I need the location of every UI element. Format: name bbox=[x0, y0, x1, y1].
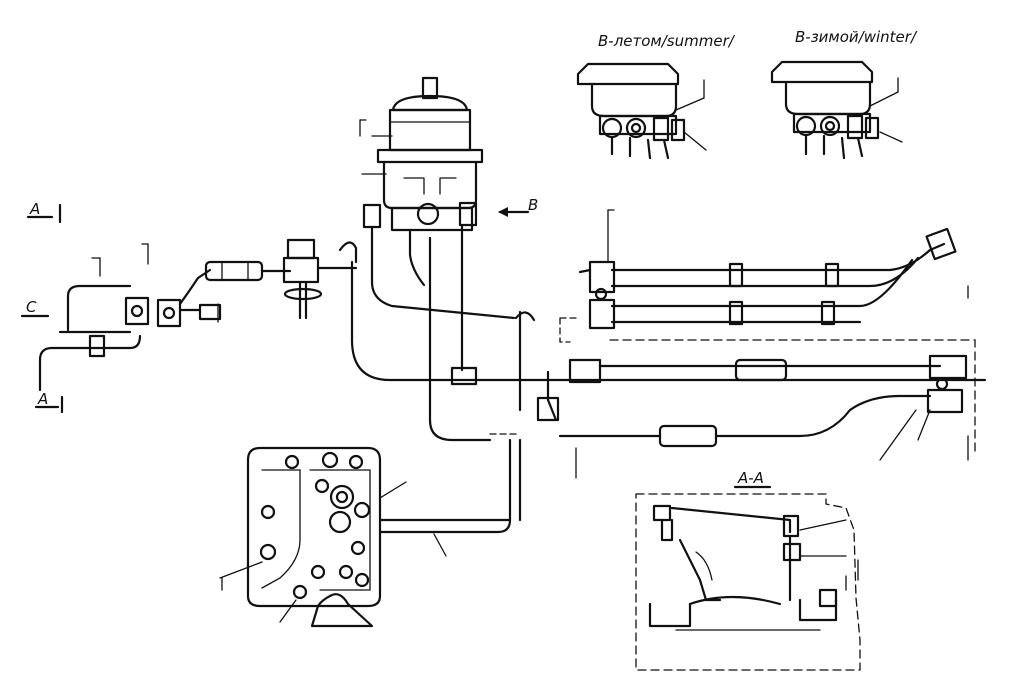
pipe-loop bbox=[338, 241, 358, 264]
main-pipe-lower bbox=[350, 260, 987, 382]
brake-chamber bbox=[359, 76, 484, 232]
left-fitting-assembly bbox=[38, 243, 222, 392]
view-winter bbox=[770, 60, 903, 160]
pipe-block-leader bbox=[433, 533, 447, 557]
view-winter-label: В-зимой/winter/ bbox=[795, 28, 918, 46]
view-summer-label: В-летом/summer/ bbox=[598, 32, 736, 50]
view-b-arrow bbox=[498, 207, 530, 217]
upper-right-hoses bbox=[578, 209, 969, 330]
middle-hoses bbox=[514, 310, 968, 422]
valve-assembly bbox=[282, 238, 358, 320]
dashed-frame-line bbox=[609, 339, 976, 456]
lower-hose-line bbox=[489, 388, 969, 479]
section-a-top-label: А bbox=[29, 200, 40, 218]
pipe-chamber-down bbox=[428, 236, 492, 442]
pipe-left-rise bbox=[178, 268, 212, 306]
pipe-chamber-left bbox=[370, 225, 516, 320]
valve-block bbox=[219, 446, 407, 628]
section-c-label: С bbox=[26, 298, 37, 316]
section-aa-view bbox=[635, 493, 861, 671]
pipe-chamber-center bbox=[408, 228, 426, 287]
view-b-label: В bbox=[528, 196, 538, 214]
dashed-connector bbox=[559, 317, 581, 343]
section-a-bottom-label: А bbox=[37, 390, 48, 408]
hose-left bbox=[204, 260, 264, 282]
section-aa-label: А-А bbox=[737, 469, 764, 487]
view-summer bbox=[576, 62, 707, 160]
pipe-tee-fitting bbox=[450, 366, 478, 386]
